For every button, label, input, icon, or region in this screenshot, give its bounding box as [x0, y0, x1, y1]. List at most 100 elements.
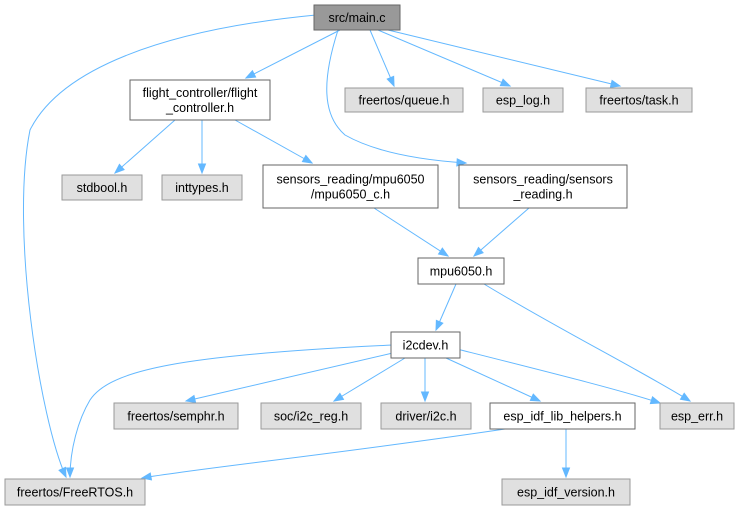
edge-main-to-freertos	[23, 14, 317, 479]
edge-line	[373, 207, 449, 257]
node-semphr[interactable]: freertos/semphr.h	[113, 402, 239, 430]
arrowhead	[420, 391, 430, 403]
edge-line	[141, 428, 506, 479]
node-label: i2cdev.h	[403, 339, 449, 353]
node-label: sensors_reading/mpu6050	[276, 173, 424, 187]
header-nodes: src/main.c flight_controller/flight_contr…	[4, 4, 735, 506]
node-main: src/main.c	[313, 4, 401, 31]
arrowhead	[140, 472, 153, 481]
arrowhead	[386, 75, 395, 88]
node-esplog[interactable]: esp_log.h	[482, 87, 564, 113]
node-box	[380, 402, 472, 430]
node-mpuc[interactable]: sensors_reading/mpu6050/mpu6050_c.h	[262, 164, 439, 209]
node-esperr[interactable]: esp_err.h	[659, 402, 735, 430]
node-box	[585, 87, 693, 113]
edge-line	[377, 29, 511, 87]
node-stdbool[interactable]: stdbool.h	[61, 174, 143, 201]
node-label: freertos/queue.h	[358, 94, 449, 108]
edge-line	[456, 348, 661, 404]
node-i2creg[interactable]: soc/i2c_reg.h	[260, 402, 362, 430]
node-freertos[interactable]: freertos/FreeRTOS.h	[4, 478, 146, 506]
node-label: inttypes.h	[175, 181, 229, 195]
arrowhead	[435, 319, 444, 332]
edge-line	[369, 29, 395, 87]
edge-i2cdev-to-semphr	[184, 351, 398, 403]
edge-mpuc-to-mpu	[373, 207, 450, 257]
edge-line	[333, 357, 406, 402]
arrowhead	[437, 247, 450, 257]
node-task[interactable]: freertos/task.h	[585, 87, 693, 113]
edge-line	[234, 119, 313, 164]
node-helpers[interactable]: esp_idf_lib_helpers.h	[489, 402, 636, 430]
node-fc[interactable]: flight_controller/flight_controller.h	[129, 79, 271, 121]
node-box	[161, 174, 243, 201]
node-label: freertos/semphr.h	[127, 410, 224, 424]
arrowhead	[609, 79, 622, 88]
arrowhead	[301, 154, 314, 164]
edge-main-to-task	[387, 29, 622, 88]
node-box	[482, 87, 564, 113]
node-queue[interactable]: freertos/queue.h	[344, 87, 464, 113]
arrowhead	[649, 396, 662, 405]
node-box	[501, 478, 631, 506]
node-label: freertos/FreeRTOS.h	[17, 486, 133, 500]
node-label: flight_controller/flight	[143, 86, 258, 100]
node-label: src/main.c	[329, 11, 386, 25]
edge-line	[114, 119, 176, 174]
edge-i2cdev-to-esperr	[456, 348, 662, 405]
node-box	[489, 402, 636, 430]
arrowhead	[184, 394, 197, 403]
edge-line	[387, 29, 621, 87]
node-box	[260, 402, 362, 430]
edge-main-to-queue	[369, 29, 395, 88]
node-label: esp_log.h	[496, 94, 550, 108]
node-label: esp_err.h	[671, 410, 723, 424]
edge-line	[23, 14, 317, 478]
arrowhead	[499, 78, 512, 87]
edge-helpers-to-freertos	[140, 428, 506, 481]
node-label: freertos/task.h	[599, 94, 678, 108]
node-idfver[interactable]: esp_idf_version.h	[501, 478, 631, 506]
edge-main-to-fc	[244, 29, 341, 79]
node-box	[659, 402, 735, 430]
node-box	[313, 4, 401, 31]
node-box	[113, 402, 239, 430]
node-label: esp_idf_lib_helpers.h	[503, 410, 621, 424]
node-label: _reading.h	[512, 188, 572, 202]
node-inttypes[interactable]: inttypes.h	[161, 174, 243, 201]
node-box	[61, 174, 143, 201]
node-box	[417, 257, 505, 285]
arrowhead	[472, 246, 484, 257]
edge-helpers-to-idfver	[561, 429, 571, 479]
node-sensors[interactable]: sensors_reading/sensors_reading.h	[458, 164, 628, 209]
arrowhead	[456, 158, 468, 167]
arrowhead	[679, 392, 692, 402]
node-box	[390, 331, 461, 359]
node-box	[262, 164, 439, 209]
arrowhead	[65, 467, 75, 479]
arrowhead	[197, 163, 207, 175]
edge-line	[326, 29, 467, 164]
edge-main-to-esplog	[377, 29, 512, 87]
node-driveri2c[interactable]: driver/i2c.h	[380, 402, 472, 430]
edge-line	[245, 29, 341, 79]
edge-line	[483, 283, 691, 402]
node-label: esp_idf_version.h	[517, 486, 615, 500]
node-i2cdev[interactable]: i2cdev.h	[390, 331, 461, 359]
edge-line	[185, 351, 398, 402]
node-box	[4, 478, 146, 506]
arrowhead	[332, 392, 345, 402]
edge-fc-to-inttypes	[197, 120, 207, 175]
arrowhead	[561, 467, 571, 479]
edge-line	[473, 207, 530, 257]
arrowhead	[244, 69, 257, 79]
node-box	[129, 79, 271, 121]
node-mpu[interactable]: mpu6050.h	[417, 257, 505, 285]
edge-mpu-to-esperr	[483, 283, 692, 402]
edge-i2cdev-to-i2creg	[332, 357, 406, 402]
edge-line	[445, 357, 541, 402]
arrowhead	[529, 393, 542, 402]
edge-i2cdev-to-freertos	[65, 344, 394, 479]
node-label: stdbool.h	[77, 181, 128, 195]
